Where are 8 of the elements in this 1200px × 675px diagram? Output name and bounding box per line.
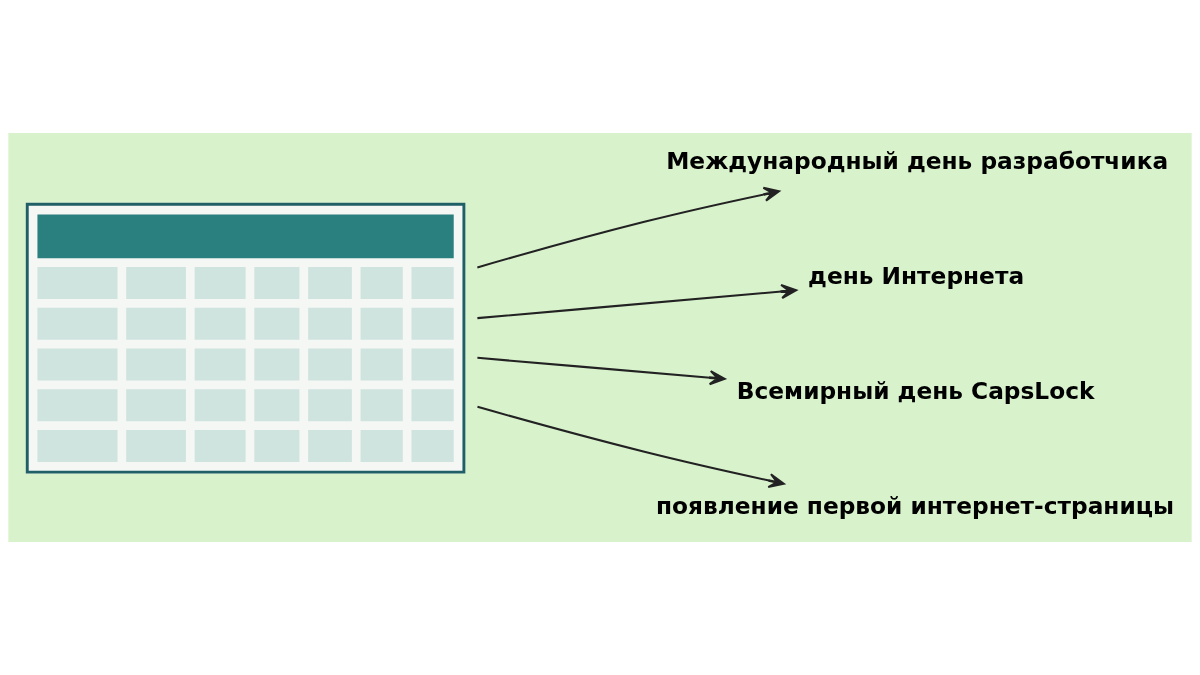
node-text: Всемирный день CapsLock: [736, 377, 1095, 405]
arrow: [477, 186, 780, 269]
node-text: Международный день разработчика: [666, 147, 1169, 175]
node-text: день Интернета: [808, 262, 1025, 290]
arrow: [477, 405, 785, 489]
arrow: [477, 356, 726, 386]
node-text: появление первой интернет-страницы: [656, 492, 1175, 520]
arrow: [477, 284, 798, 320]
